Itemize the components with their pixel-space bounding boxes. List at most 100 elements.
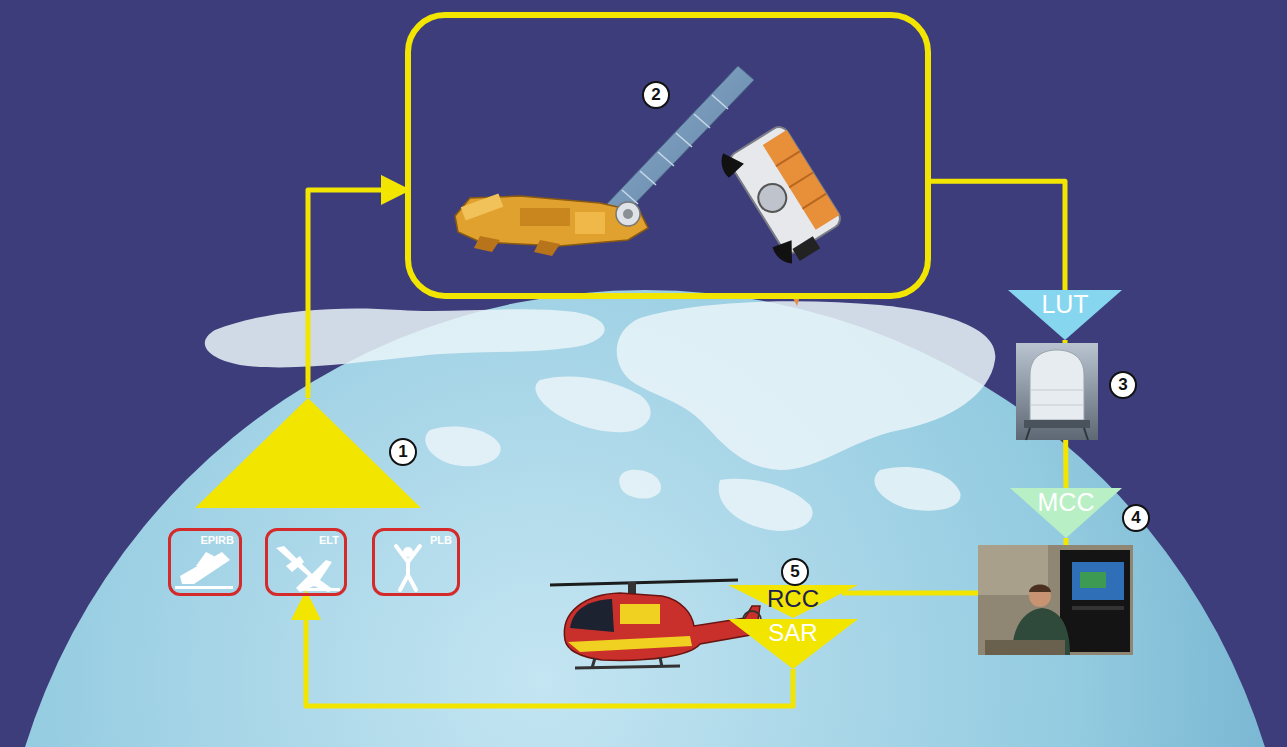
signal-connector: [1065, 340, 1066, 488]
left-satellite: [616, 202, 640, 226]
land-masses: [874, 467, 960, 511]
elt-icon: [300, 588, 340, 591]
beacon-label: PLB: [430, 534, 452, 546]
right-satellite: [726, 123, 843, 256]
lut-antenna-photo: [1030, 390, 1084, 391]
land-masses: [425, 426, 500, 466]
helicopter: [628, 582, 636, 594]
beacon-box: PLB: [372, 528, 460, 596]
plb-icon: [408, 546, 420, 562]
land-masses: [719, 479, 813, 531]
satellite-group-box: 2: [405, 12, 931, 299]
elt-icon: [276, 546, 340, 592]
land-masses: [205, 308, 605, 367]
left-satellite: [623, 209, 633, 219]
left-satellite: [474, 236, 500, 252]
signal-connector: [308, 190, 405, 398]
plb-icon: [406, 560, 410, 575]
helicopter: [568, 636, 692, 652]
plb-icon: [403, 547, 413, 557]
plb-icon: [396, 546, 420, 590]
land-masses: [617, 301, 996, 470]
helicopter: [550, 580, 761, 668]
right-satellite: [802, 194, 826, 209]
plb-icon: [400, 575, 408, 590]
mcc-operator-photo: [1072, 606, 1124, 610]
left-satellite: [640, 171, 656, 185]
triangle-shape: [1008, 290, 1122, 340]
station-triangle: MCC: [1010, 488, 1122, 538]
epirb-icon: [196, 552, 214, 568]
callout-number: 2: [642, 81, 670, 109]
epirb-icon: [175, 586, 233, 589]
beacon-signal-triangle: 1: [195, 398, 421, 508]
mcc-operator-photo: [985, 640, 1065, 655]
helicopter: [660, 657, 662, 667]
lut-antenna-photo: [1030, 350, 1084, 420]
left-satellite: [676, 133, 692, 147]
station-triangle: SAR: [728, 619, 858, 669]
left-satellite: [520, 208, 570, 226]
beacon-label: EPIRB: [200, 534, 234, 546]
right-satellite: [716, 147, 746, 178]
triangle-shape: [728, 585, 858, 618]
station-label: MCC: [1010, 488, 1122, 517]
epirb-icon: [180, 552, 230, 584]
station-label: LUT: [1008, 290, 1122, 319]
right-satellite: [753, 179, 792, 218]
station-triangle: LUT: [1008, 290, 1122, 340]
mcc-operator-photo: [1012, 608, 1070, 655]
lut-antenna-photo: [1024, 420, 1090, 428]
callout-number: 5: [781, 558, 809, 586]
mcc-operator-photo: [1029, 585, 1051, 593]
land-masses: [535, 376, 650, 432]
helicopter: [570, 599, 614, 632]
station-triangle: RCC: [728, 585, 858, 618]
left-satellite: [455, 66, 754, 256]
left-satellite: [622, 190, 638, 204]
beacon-box: EPIRB: [168, 528, 242, 596]
mcc-operator-photo: [1080, 572, 1106, 588]
epirb-icon: [175, 552, 233, 589]
left-satellite: [605, 66, 754, 218]
left-satellite: [694, 114, 710, 128]
helicopter: [550, 580, 738, 585]
left-satellite: [534, 240, 560, 256]
helicopter: [575, 666, 680, 668]
right-satellite: [789, 173, 813, 188]
helicopter: [620, 604, 660, 624]
plb-icon: [396, 546, 408, 562]
right-satellite: [792, 236, 820, 261]
beacon-label: ELT: [319, 534, 339, 546]
triangle-shape: [728, 619, 858, 669]
left-satellite: [622, 95, 728, 204]
mcc-operator-photo: [1060, 550, 1130, 652]
left-satellite: [712, 95, 728, 109]
mcc-operator-photo: [1072, 562, 1124, 600]
mcc-operator-photo: [978, 545, 1133, 655]
mcc-operator-photo: [978, 545, 1133, 655]
land-masses: [619, 470, 661, 499]
station-label: RCC: [728, 585, 858, 613]
left-satellite: [455, 196, 648, 246]
callout-number: 4: [1122, 504, 1150, 532]
helicopter: [592, 658, 595, 668]
lut-antenna-photo: [1016, 343, 1098, 440]
elt-icon: [286, 556, 304, 572]
right-satellite: [776, 151, 800, 166]
left-satellite: [461, 194, 503, 221]
signal-connector: [931, 181, 1065, 290]
lut-antenna-photo: [1084, 428, 1088, 440]
beacon-box: ELT: [265, 528, 347, 596]
triangle-outline: [195, 398, 421, 508]
triangle-shape: [1010, 488, 1122, 538]
signal-connector: [842, 538, 1066, 593]
left-satellite: [658, 152, 674, 166]
mcc-operator-photo: [1029, 585, 1051, 607]
right-satellite: [716, 118, 849, 270]
lut-antenna-photo: [1026, 428, 1030, 440]
